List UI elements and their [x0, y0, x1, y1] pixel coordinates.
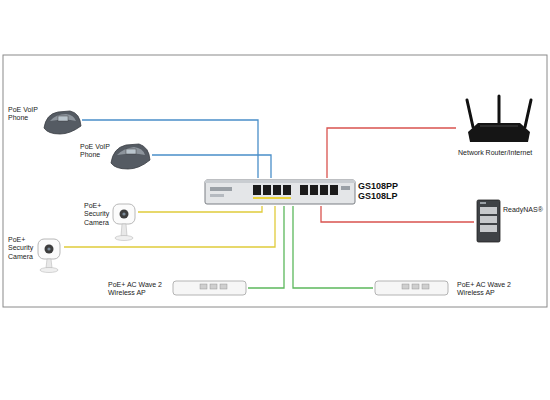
router-icon: [467, 96, 531, 142]
cable-line: [248, 206, 284, 288]
device-label: PoE+ AC Wave 2 Wireless AP: [457, 281, 519, 298]
voip-phone-icon: [111, 144, 150, 169]
poe-switch-icon: [205, 180, 355, 204]
device-label: PoE+ Security Camera: [84, 202, 114, 227]
cable-line: [327, 128, 456, 178]
device-label: PoE VoIP Phone: [80, 143, 112, 160]
device-label: PoE+ AC Wave 2 Wireless AP: [108, 281, 170, 298]
security-camera-icon: [113, 204, 135, 241]
device-label: ReadyNAS®: [503, 206, 545, 214]
wireless-ap-node: PoE+ AC Wave 2 Wireless AP: [373, 278, 520, 300]
voip-phone-icon: [44, 111, 81, 134]
nas-storage-node: ReadyNAS®: [474, 198, 546, 244]
cable-line: [321, 206, 474, 222]
device-label: Network Router/Internet: [458, 149, 542, 157]
frame: [3, 55, 547, 307]
device-label: PoE VoIP Phone: [8, 106, 44, 123]
wireless-ap-icon: [173, 281, 246, 295]
nas-icon: [477, 200, 500, 242]
device-label: PoE+ Security Camera: [8, 236, 38, 261]
security-camera-node: PoE+ Security Camera: [6, 234, 64, 274]
wireless-ap-node: PoE+ AC Wave 2 Wireless AP: [106, 278, 248, 300]
model-label: GS108PP GS108LP: [358, 181, 404, 202]
poe-switch-node: GS108PP GS108LP: [205, 178, 405, 206]
security-camera-icon: [38, 239, 60, 273]
cable-line: [152, 155, 271, 178]
cable-line: [293, 206, 373, 288]
wireless-ap-icon: [375, 281, 448, 295]
voip-phone-node: PoE VoIP Phone: [78, 140, 152, 172]
router-node: Network Router/Internet: [456, 92, 544, 160]
cable-line: [138, 206, 262, 212]
voip-phone-node: PoE VoIP Phone: [6, 104, 82, 138]
security-camera-node: PoE+ Security Camera: [82, 200, 138, 242]
